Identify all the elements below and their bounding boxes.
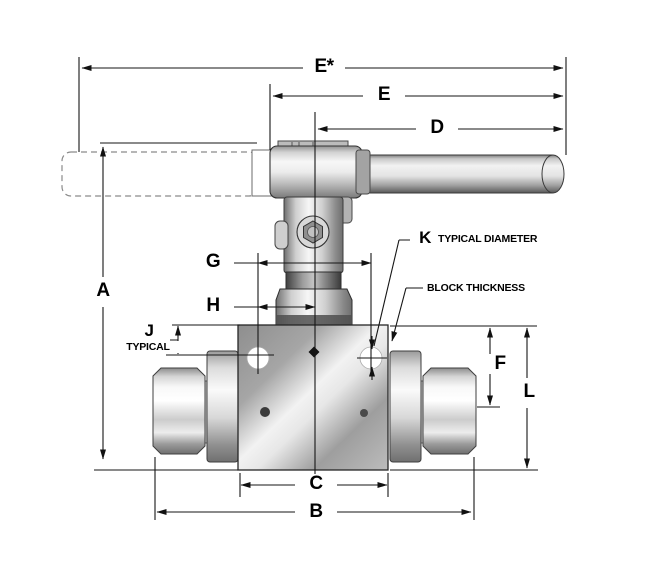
handle-hub-end [355,149,371,195]
dim-label-k: K [410,228,440,248]
handle-hub [269,145,363,199]
block-top-port-dot [308,346,320,358]
dim-label-a: A [82,281,124,301]
right-fitting-collar [389,350,422,463]
block-right-dot [360,409,368,417]
packing-ring [285,271,342,290]
note-j-typical: TYPICAL [112,341,184,353]
handle-clamp-spacer [251,149,273,197]
dim-label-e: E [363,85,405,105]
dim-label-l: L [517,382,541,402]
dim-label-e-star: E* [303,57,345,77]
dimension-lines [78,57,567,520]
valve-artwork [61,140,565,471]
handle-bar [359,154,553,194]
dim-label-c: C [295,474,337,494]
handle-end-cap [541,154,565,194]
leader-k-diagonal [373,239,400,347]
dim-label-d: D [416,118,458,138]
block-left-dot [260,407,270,417]
gland-nut-band [276,315,352,326]
note-k-typical-diameter: TYPICAL DIAMETER [438,233,538,245]
dim-label-b: B [295,502,337,522]
dim-label-h: H [192,296,234,316]
leader-block-thickness-diagonal [391,287,407,342]
note-block-thickness: BLOCK THICKNESS [427,282,525,294]
handle-ghost-outline [61,151,259,197]
left-fitting-hex-nut [152,367,206,455]
dim-label-j: J [128,321,170,341]
stem-center-pin [307,226,319,238]
dim-label-g: G [192,252,234,272]
dim-label-f: F [484,354,516,374]
left-fitting-collar [206,350,239,463]
bonnet-side-tab [274,220,289,250]
valve-block [237,324,389,471]
right-fitting-hex-nut [422,367,477,455]
